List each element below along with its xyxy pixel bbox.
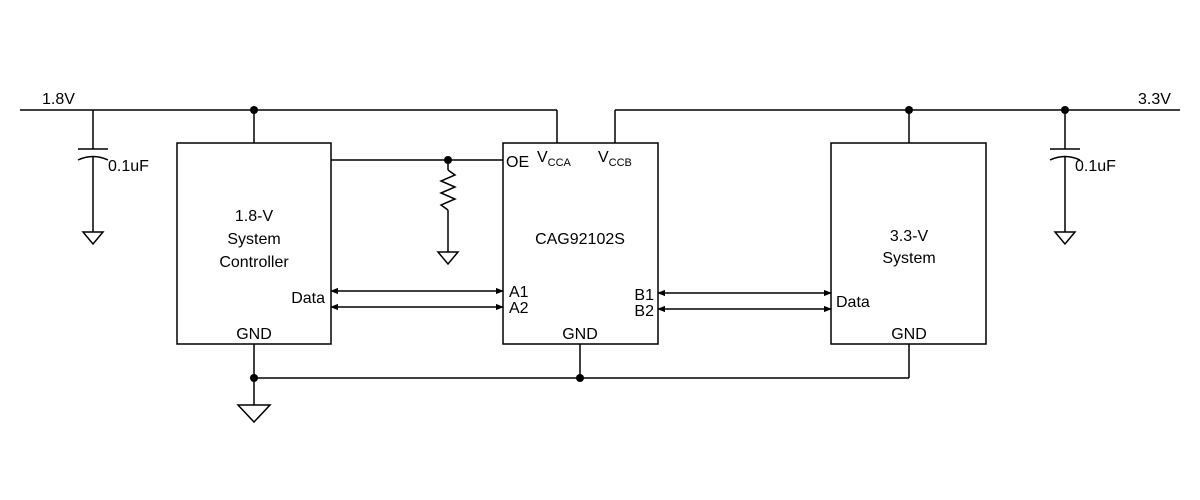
- system-title-line2: System: [882, 250, 935, 267]
- capacitor-right: [1049, 110, 1081, 232]
- translator-vcca-pin: VCCA: [537, 149, 572, 169]
- oe-control-line: [331, 156, 503, 170]
- rail-3v3-label: 3.3V: [1138, 91, 1171, 108]
- junction-dot: [250, 374, 258, 382]
- translator-a1-pin: A1: [509, 284, 529, 301]
- system-data-pin: Data: [836, 294, 870, 311]
- system-block: [830, 142, 987, 345]
- ground-symbol-icon: [1053, 231, 1077, 246]
- capacitor-right-value: 0.1uF: [1075, 158, 1116, 175]
- translator-b2-pin: B2: [634, 303, 654, 320]
- controller-gnd-pin: GND: [236, 326, 272, 343]
- data-bus-b: [657, 289, 832, 313]
- controller-title-line3: Controller: [219, 254, 289, 271]
- translator-b1-pin: B1: [634, 287, 654, 304]
- translator-block: [502, 142, 659, 345]
- controller-data-pin: Data: [291, 290, 325, 307]
- system-title-line1: 3.3-V: [890, 228, 929, 245]
- capacitor-left-value: 0.1uF: [108, 158, 149, 175]
- ground-symbol-icon: [236, 404, 272, 424]
- ground-symbol-icon: [436, 251, 460, 266]
- rail-1v8: [20, 106, 558, 143]
- ground-bus: [250, 344, 910, 405]
- translator-a2-pin: A2: [509, 300, 529, 317]
- capacitor-left: [77, 110, 109, 232]
- resistor-icon: [439, 169, 457, 252]
- translator-vccb-pin: VCCB: [598, 149, 632, 169]
- rail-1v8-label: 1.8V: [42, 91, 75, 108]
- translator-gnd-pin: GND: [562, 326, 598, 343]
- translator-oe-pin: OE: [506, 154, 529, 171]
- data-bus-a: [330, 287, 504, 311]
- rail-3v3: [614, 106, 1180, 143]
- controller-title-line2: System: [227, 231, 280, 248]
- controller-title-line1: 1.8-V: [235, 208, 274, 225]
- ground-symbol-icon: [81, 231, 105, 246]
- translator-part-number: CAG92102S: [535, 231, 625, 248]
- system-gnd-pin: GND: [891, 326, 927, 343]
- junction-dot: [576, 374, 584, 382]
- controller-block: [176, 142, 332, 345]
